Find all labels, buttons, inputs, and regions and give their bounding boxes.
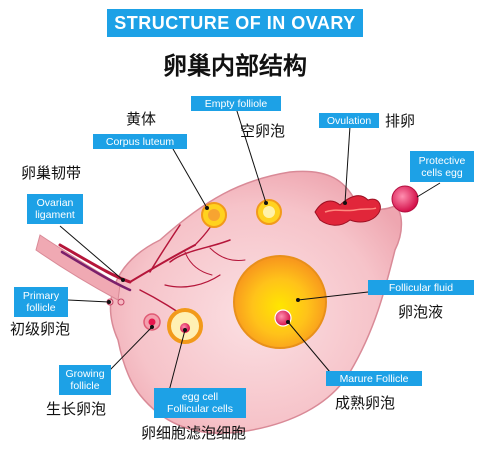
label-primary-follicle-line1: Primary <box>22 290 60 302</box>
label-egg-cell: egg cell Follicular cells <box>154 388 246 418</box>
label-mature-follicle-cn: 成熟卵泡 <box>335 394 396 412</box>
title-chinese: 卵巢内部结构 <box>163 52 307 80</box>
label-ovulation-text: Ovulation <box>326 114 372 127</box>
label-protective-cells: Protective cells egg <box>410 151 474 182</box>
label-corpus-luteum-cn: 黄体 <box>126 110 157 128</box>
title-english: STRUCTURE OF IN OVARY <box>107 9 363 37</box>
label-protective-cells-line2: cells egg <box>421 166 463 179</box>
label-ovulation-cn: 排卵 <box>385 112 416 130</box>
label-mature-follicle: Marure Follicle <box>326 371 422 386</box>
label-follicular-fluid: Follicular fluid <box>368 280 474 295</box>
label-primary-follicle-line2: follicle <box>26 302 56 314</box>
leader-lines <box>59 107 441 396</box>
label-empty-follicle: Empty folliole <box>191 96 281 111</box>
label-primary-follicle-cn: 初级卵泡 <box>10 320 71 338</box>
label-ovarian-ligament-line1: Ovarian <box>36 197 74 209</box>
primary-follicle-2 <box>117 298 125 306</box>
label-primary-follicle: Primary follicle <box>14 287 68 317</box>
label-egg-cell-cn: 卵细胞滤泡细胞 <box>141 424 247 442</box>
label-corpus-luteum-text: Corpus luteum <box>105 135 175 148</box>
label-follicular-fluid-cn: 卵泡液 <box>398 303 444 321</box>
label-growing-follicle-cn: 生长卵泡 <box>46 400 107 418</box>
label-empty-follicle-text: Empty folliole <box>204 97 268 110</box>
released-egg <box>391 185 419 213</box>
label-corpus-luteum: Corpus luteum <box>93 134 187 149</box>
label-growing-follicle: Growing follicle <box>59 365 111 395</box>
label-growing-follicle-line1: Growing <box>65 368 105 380</box>
label-follicular-fluid-text: Follicular fluid <box>388 281 454 294</box>
ovarian-ligament <box>35 234 121 301</box>
label-ovarian-ligament-cn: 卵巢韧带 <box>21 164 82 182</box>
mature-follicle <box>233 255 327 349</box>
label-ovarian-ligament-line2: ligament <box>35 209 75 221</box>
label-ovarian-ligament: Ovarian ligament <box>27 194 83 224</box>
label-growing-follicle-line2: follicle <box>70 380 100 392</box>
label-mature-follicle-text: Marure Follicle <box>339 372 409 385</box>
label-egg-cell-line2: Follicular cells <box>167 403 233 415</box>
leader-dots <box>107 201 347 332</box>
label-ovulation: Ovulation <box>319 113 379 128</box>
label-egg-cell-line1: egg cell <box>181 391 219 403</box>
label-protective-cells-line1: Protective <box>418 154 466 167</box>
label-empty-follicle-cn: 空卵泡 <box>240 122 286 140</box>
